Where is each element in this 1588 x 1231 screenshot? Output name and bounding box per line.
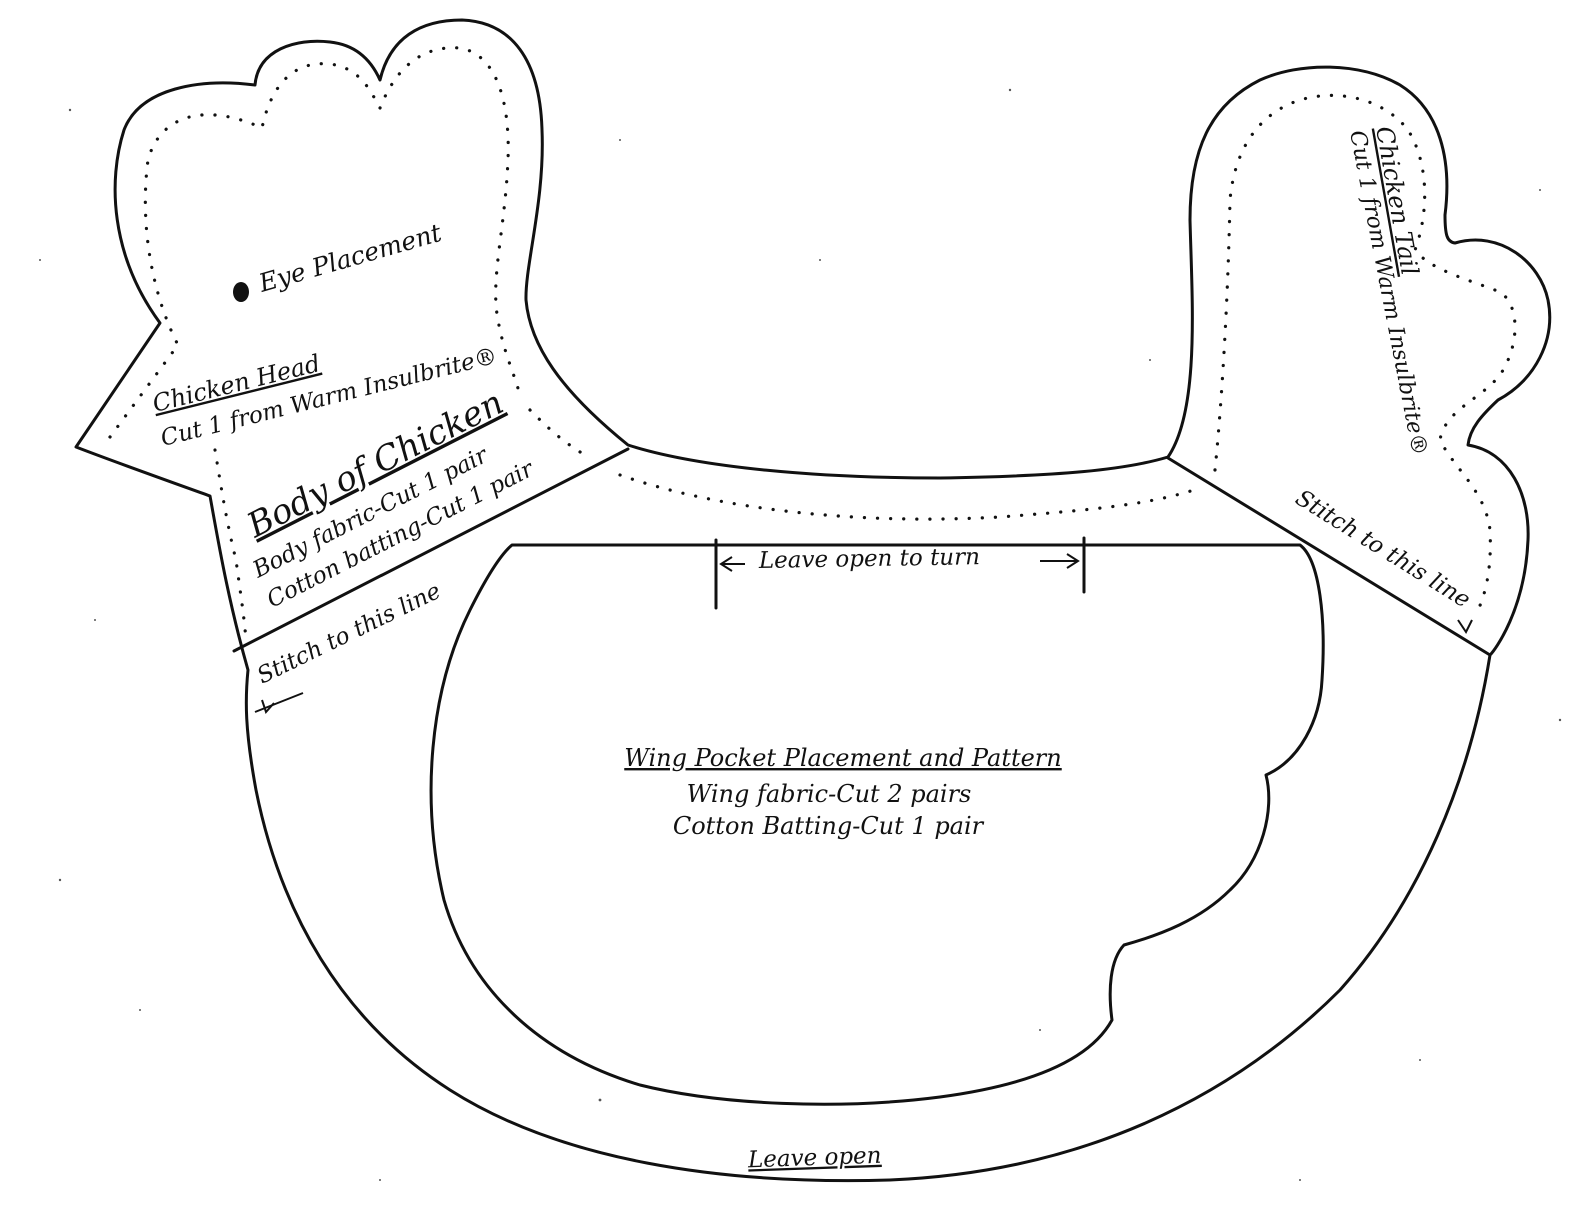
wing-pocket-title: Wing Pocket Placement and Pattern (624, 744, 1061, 772)
stitch-arrow-left-head (261, 699, 275, 714)
stitch-arrow-left-bar (254, 692, 304, 713)
wing-line2: Cotton Batting-Cut 1 pair (673, 812, 985, 840)
stitch-line-left (232, 447, 630, 653)
leave-open-bottom-label: Leave open (747, 1143, 882, 1174)
tail-seam-dotted (1213, 93, 1517, 612)
wing-line1: Wing fabric-Cut 2 pairs (687, 780, 972, 808)
paper-specks (39, 88, 1562, 1181)
leave-open-to-turn-label: Leave open to turn (758, 544, 981, 574)
back-seam-dotted (618, 473, 1202, 521)
stitch-arrow-right-head (1457, 619, 1473, 634)
eye-placement-dot (233, 282, 249, 302)
open-arrow-left-head (719, 556, 733, 572)
body-seam-left-dotted (213, 448, 248, 642)
stitch-line-right (1166, 456, 1492, 657)
head-seam-dotted (108, 46, 522, 439)
body-seam-right-dotted (528, 408, 587, 457)
chicken-outer-outline (74, 18, 1552, 1183)
eye-placement-label: Eye Placement (255, 218, 446, 298)
wing-pocket-outline (429, 543, 1325, 1106)
open-arrow-right-head (1066, 553, 1080, 569)
